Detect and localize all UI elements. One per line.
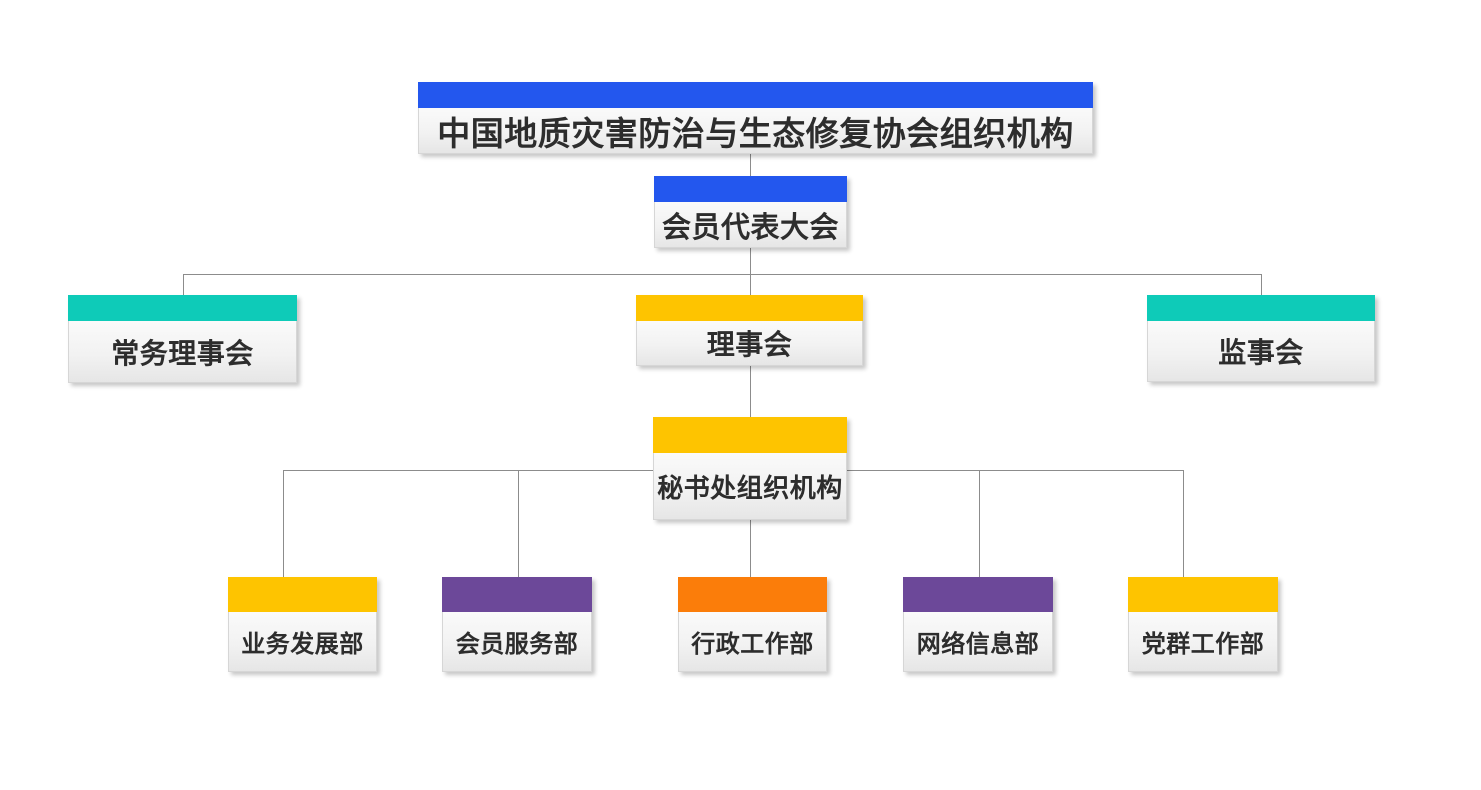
- org-node-dept-member-service: 会员服务部: [442, 577, 592, 672]
- dept-network-info-color-bar: [903, 577, 1053, 612]
- dept-member-service-color-bar: [442, 577, 592, 612]
- org-node-dept-business: 业务发展部: [228, 577, 377, 672]
- org-node-dept-party: 党群工作部: [1128, 577, 1278, 672]
- connector-drop-council: [750, 274, 751, 295]
- connector-assembly-down: [750, 248, 751, 274]
- standing-council-label: 常务理事会: [68, 321, 297, 383]
- dept-party-label: 党群工作部: [1128, 612, 1278, 672]
- assembly-color-bar: [654, 176, 847, 202]
- org-node-standing-council: 常务理事会: [68, 295, 297, 383]
- connector-drop-dept-admin: [750, 470, 751, 577]
- connector-title-assembly: [750, 154, 751, 176]
- connector-drop-dept-business: [283, 470, 284, 577]
- council-label: 理事会: [636, 321, 863, 366]
- connector-drop-dept-party: [1183, 470, 1184, 577]
- dept-admin-label: 行政工作部: [678, 612, 827, 672]
- assembly-label: 会员代表大会: [654, 202, 847, 248]
- org-chart-title: 中国地质灾害防治与生态修复协会组织机构: [418, 108, 1093, 154]
- secretariat-label: 秘书处组织机构: [653, 453, 847, 520]
- title-color-bar: [418, 82, 1093, 108]
- supervisory-board-color-bar: [1147, 295, 1375, 321]
- org-node-dept-network-info: 网络信息部: [903, 577, 1053, 672]
- dept-business-color-bar: [228, 577, 377, 612]
- connector-level3-rail: [183, 274, 1262, 275]
- connector-drop-standing-council: [183, 274, 184, 295]
- org-node-secretariat: 秘书处组织机构: [653, 417, 847, 520]
- connector-drop-supervisory-board: [1261, 274, 1262, 295]
- dept-business-label: 业务发展部: [228, 612, 377, 672]
- secretariat-color-bar: [653, 417, 847, 453]
- org-node-supervisory-board: 监事会: [1147, 295, 1375, 382]
- org-node-dept-admin: 行政工作部: [678, 577, 827, 672]
- supervisory-board-label: 监事会: [1147, 321, 1375, 382]
- org-node-title: 中国地质灾害防治与生态修复协会组织机构: [418, 82, 1093, 154]
- org-node-council: 理事会: [636, 295, 863, 366]
- dept-network-info-label: 网络信息部: [903, 612, 1053, 672]
- connector-council-secretariat: [750, 366, 751, 417]
- connector-drop-dept-member-service: [518, 470, 519, 577]
- org-node-assembly: 会员代表大会: [654, 176, 847, 248]
- dept-party-color-bar: [1128, 577, 1278, 612]
- dept-admin-color-bar: [678, 577, 827, 612]
- standing-council-color-bar: [68, 295, 297, 321]
- dept-member-service-label: 会员服务部: [442, 612, 592, 672]
- council-color-bar: [636, 295, 863, 321]
- connector-drop-dept-network-info: [979, 470, 980, 577]
